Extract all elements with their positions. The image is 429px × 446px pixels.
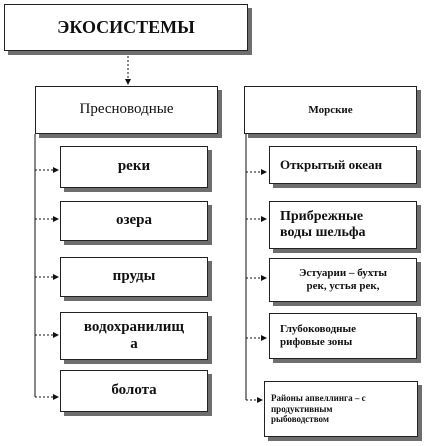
root-label: ЭКОСИСТЕМЫ (57, 17, 195, 38)
marine-label: Морские (308, 103, 353, 116)
freshwater-item-label: пруды (112, 268, 156, 285)
marine-item-deep-reef-zones: Глубоководные рифовые зоны (269, 313, 417, 359)
marine-item-label: Глубоководные рифовые зоны (280, 323, 356, 348)
marine-item-shelf-waters: Прибрежные воды шельфа (269, 201, 417, 249)
root-ecosystems-box: ЭКОСИСТЕМЫ (4, 4, 248, 51)
freshwater-item-lakes: озера (60, 201, 208, 241)
freshwater-item-label: болота (111, 382, 157, 399)
marine-box: Морские (244, 86, 417, 134)
freshwater-item-ponds: пруды (60, 257, 208, 297)
freshwater-label: Пресноводные (79, 101, 174, 118)
freshwater-item-label: реки (117, 158, 151, 175)
marine-item-upwelling-areas: Районы апвеллинга – с продуктивным рыбов… (264, 381, 418, 437)
freshwater-item-rivers: реки (60, 146, 208, 188)
marine-item-open-ocean: Открытый океан (269, 146, 417, 184)
freshwater-box: Пресноводные (35, 86, 218, 134)
marine-item-label: Районы апвеллинга – с продуктивным рыбов… (271, 393, 366, 425)
marine-item-label: Открытый океан (280, 156, 383, 172)
marine-item-label: Эстуарии – бухты рек, устья рек, (298, 267, 388, 292)
freshwater-item-reservoirs: водохранилищ а (60, 312, 208, 360)
freshwater-item-label: водохранилищ а (83, 318, 185, 352)
freshwater-item-swamps: болота (60, 370, 208, 412)
marine-item-estuaries: Эстуарии – бухты рек, устья рек, (269, 258, 417, 302)
marine-item-label: Прибрежные воды шельфа (280, 208, 366, 240)
freshwater-item-label: озера (115, 212, 153, 229)
